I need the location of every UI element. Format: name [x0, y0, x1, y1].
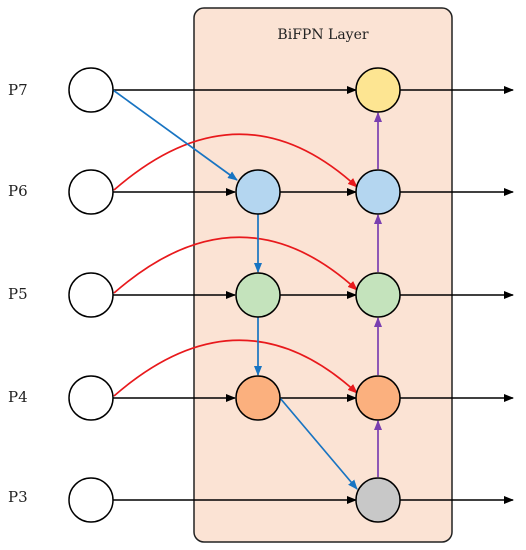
level-label-p7: P7	[8, 81, 28, 99]
skip-arrow-p4	[113, 339, 358, 397]
skip-arrow-p5	[113, 236, 358, 294]
topdown-arrow-p4-to-p3	[279, 397, 358, 490]
input-node-p6	[68, 169, 114, 215]
bifpn-layer-title: BiFPN Layer	[277, 27, 368, 43]
level-label-p6: P6	[8, 182, 28, 200]
input-node-p3	[68, 477, 114, 523]
red-skip-arrows	[113, 133, 358, 397]
input-node-p7	[68, 67, 114, 113]
level-label-p5: P5	[8, 285, 28, 303]
intermediate-node-p4	[235, 375, 281, 421]
black-flow-arrows	[113, 86, 514, 504]
output-node-p7	[355, 67, 401, 113]
bifpn-layer-panel	[193, 7, 453, 543]
intermediate-node-p5	[235, 272, 281, 318]
intermediate-node-p6	[235, 169, 281, 215]
output-node-p4	[355, 375, 401, 421]
input-node-p4	[68, 375, 114, 421]
level-label-p3: P3	[8, 488, 28, 506]
topdown-arrow-p7-to-p6	[112, 89, 238, 181]
input-node-p5	[68, 272, 114, 318]
blue-topdown-arrows	[112, 89, 358, 490]
output-node-p5	[355, 272, 401, 318]
intermediate-nodes	[235, 169, 281, 421]
level-label-p4: P4	[8, 388, 28, 406]
skip-arrow-p6	[113, 133, 358, 191]
input-nodes	[68, 67, 114, 523]
output-node-p3	[355, 477, 401, 523]
output-node-p6	[355, 169, 401, 215]
output-nodes	[355, 67, 401, 523]
